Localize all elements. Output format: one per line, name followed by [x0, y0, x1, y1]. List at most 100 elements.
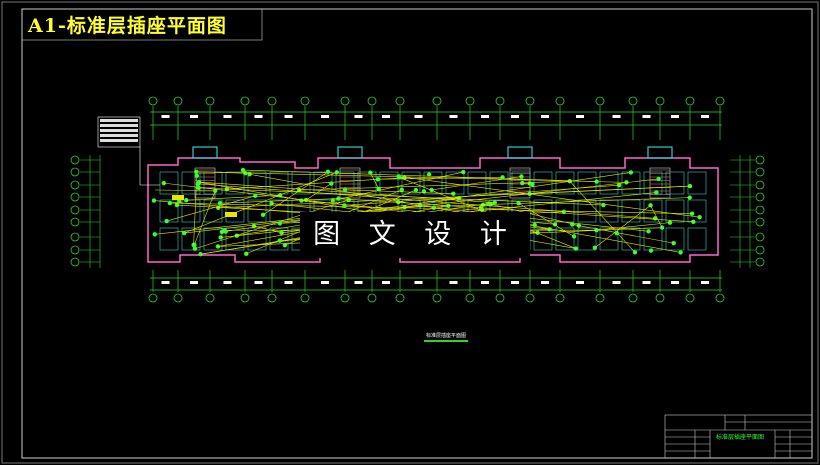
- outlet-symbol: [222, 228, 227, 233]
- watermark: 图 文 设 计: [300, 212, 530, 258]
- dimension-label: [354, 281, 363, 284]
- legend-row: [100, 129, 138, 132]
- outlet-symbol: [282, 242, 288, 248]
- room: [247, 199, 267, 223]
- axis-bubble: [173, 96, 183, 106]
- dimension-label: [511, 281, 519, 284]
- dimension-label: [642, 115, 651, 118]
- wiring: [226, 177, 405, 190]
- title-block-drawing-name: 标准层插座平面图: [715, 434, 764, 441]
- outlet-symbol: [632, 250, 638, 255]
- axis-bubble: [70, 167, 80, 177]
- dimension-label: [511, 115, 519, 118]
- axis-bubble: [70, 257, 80, 267]
- axis-bubble: [148, 293, 158, 303]
- axis-bubble: [685, 96, 695, 106]
- room: [159, 227, 179, 251]
- outlet-symbol: [375, 177, 381, 182]
- axis-bubble: [395, 96, 405, 106]
- axis-bubble: [755, 192, 765, 202]
- outlet-symbol: [402, 205, 407, 210]
- title-block: [664, 414, 813, 459]
- dimension-label: [576, 115, 584, 118]
- axis-bubble: [432, 96, 442, 106]
- outlet-symbol: [431, 205, 436, 210]
- room: [599, 171, 619, 195]
- axis-bubble: [755, 167, 765, 177]
- dimension-label: [671, 115, 679, 118]
- dimension-label: [190, 281, 198, 284]
- axis-bubble: [755, 232, 765, 242]
- outlet-symbol: [329, 181, 334, 186]
- dimension-label: [354, 115, 363, 118]
- wiring: [184, 178, 659, 234]
- axis-bubble: [525, 96, 535, 106]
- outlet-symbol: [399, 187, 404, 192]
- axis-bubble: [555, 293, 565, 303]
- outlet-symbol: [277, 221, 283, 226]
- wiring: [169, 202, 693, 215]
- axis-bubble: [628, 96, 638, 106]
- room: [621, 227, 641, 251]
- wiring: [305, 183, 332, 201]
- outlet-symbol: [240, 167, 246, 173]
- room: [687, 199, 707, 223]
- axis-bubble: [205, 96, 215, 106]
- dimension-label: [671, 281, 679, 284]
- room: [247, 227, 267, 251]
- wiring: [398, 176, 700, 218]
- axis-bubble: [395, 293, 405, 303]
- dimension-label: [414, 115, 423, 118]
- wiring: [529, 185, 690, 195]
- outlet-symbol: [151, 198, 157, 203]
- outlet-symbol: [697, 214, 702, 220]
- wiring: [596, 222, 670, 231]
- axis-bubble: [655, 96, 665, 106]
- axis-bubble: [715, 96, 725, 106]
- wiring: [370, 172, 380, 190]
- legend-row: [100, 139, 138, 142]
- axis-bubble: [367, 293, 377, 303]
- axis-bubble: [495, 293, 505, 303]
- drawing-title: A1-标准层插座平面图: [28, 15, 227, 37]
- axis-bubble: [685, 293, 695, 303]
- legend-row: [100, 124, 138, 127]
- outlet-symbol: [194, 173, 200, 179]
- room: [577, 199, 597, 223]
- outlet-symbol: [277, 238, 283, 243]
- room: [643, 199, 663, 223]
- room: [577, 227, 597, 251]
- wiring: [184, 172, 337, 234]
- outlet-symbol: [646, 229, 651, 234]
- axis-bubble: [755, 155, 765, 165]
- balcony: [192, 146, 218, 159]
- stair: [649, 167, 671, 199]
- legend-row: [100, 119, 138, 122]
- legend-row: [100, 134, 138, 137]
- axis-bubble: [555, 96, 565, 106]
- title-frame: [21, 8, 263, 41]
- balcony: [337, 146, 363, 159]
- dimension-label: [612, 115, 621, 118]
- outlet-symbol: [532, 222, 537, 228]
- axis-bubble: [300, 96, 310, 106]
- drawing-frame: [21, 8, 813, 459]
- outlet-symbol: [614, 230, 619, 236]
- dimension-label: [481, 281, 489, 284]
- dimension-label: [642, 281, 651, 284]
- plan-caption: 标准层插座平面图: [424, 332, 469, 342]
- outlet-symbol: [571, 234, 577, 239]
- panel-box: [225, 212, 237, 217]
- axis-bubble: [70, 205, 80, 215]
- dimension-label: [161, 281, 170, 284]
- room: [599, 227, 619, 251]
- axis-bubble: [628, 293, 638, 303]
- room: [423, 171, 443, 195]
- axis-bubble: [340, 96, 350, 106]
- outlet-symbol: [368, 170, 373, 175]
- wiring: [199, 181, 495, 203]
- wiring: [198, 187, 604, 206]
- room: [665, 171, 685, 195]
- room: [159, 199, 179, 223]
